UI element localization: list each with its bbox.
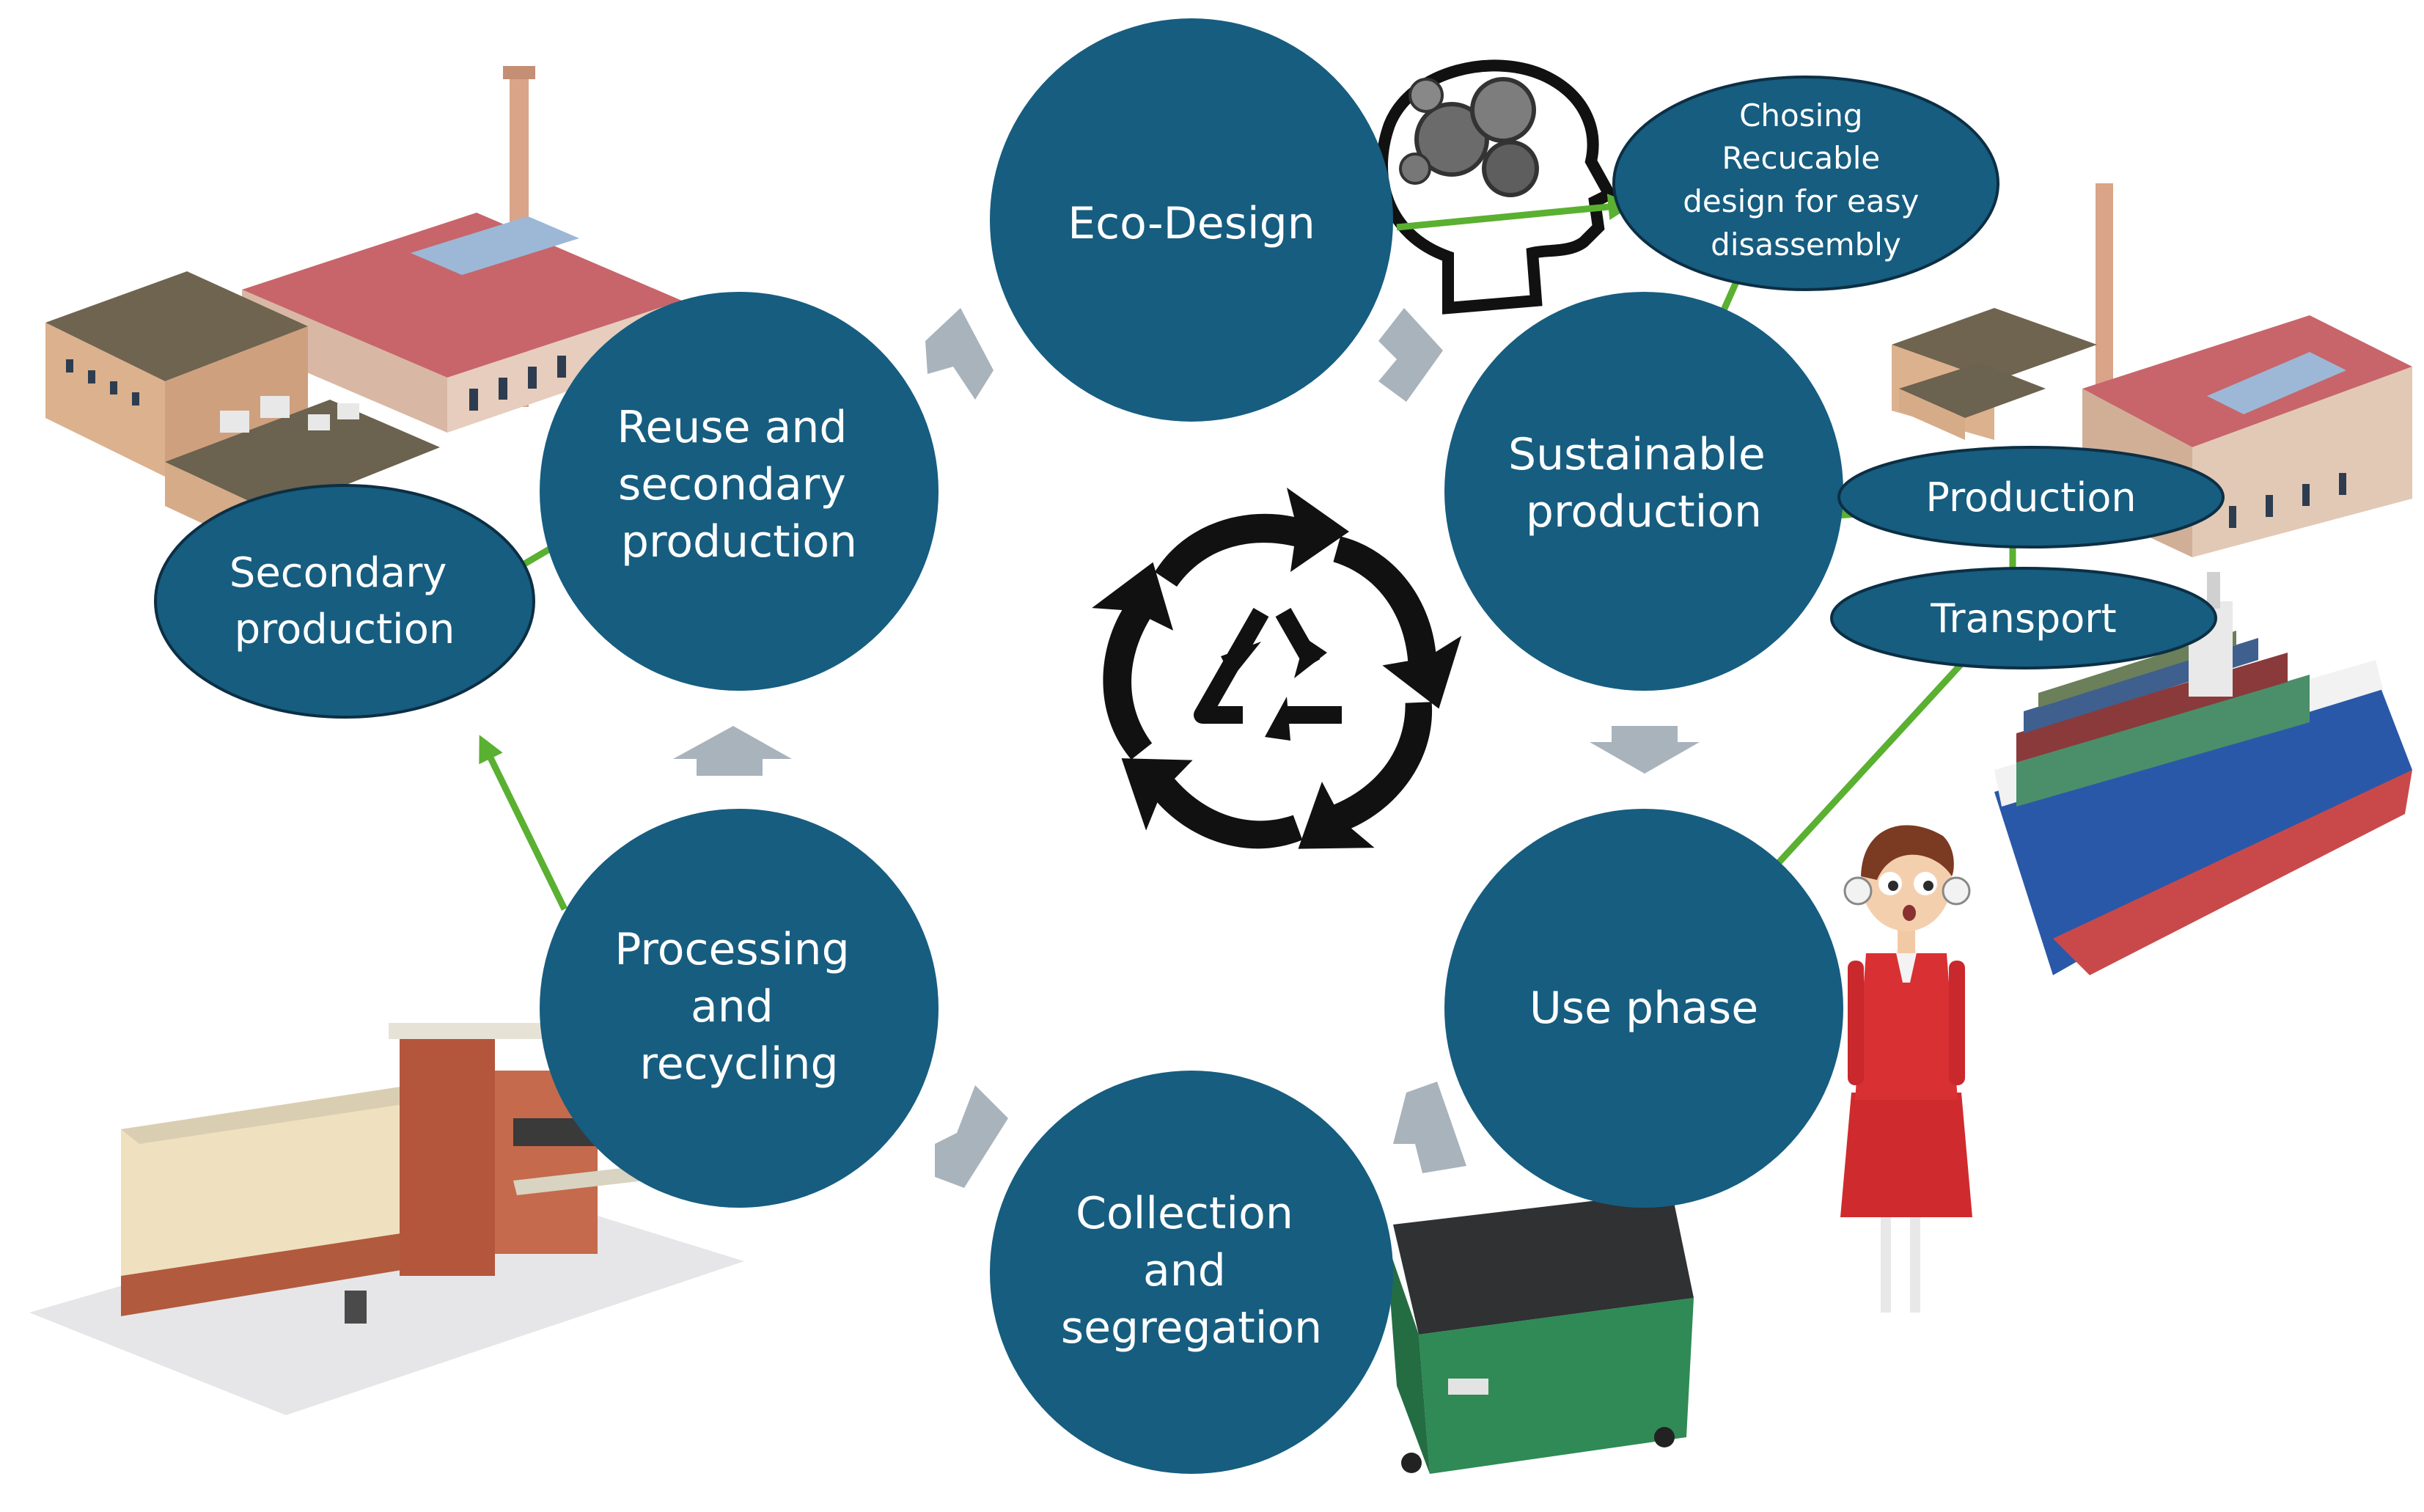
node-label: disassembly xyxy=(1711,227,1901,263)
node-label: Sustainable xyxy=(1508,429,1766,480)
flow-arrow xyxy=(1378,308,1443,402)
flow-arrow xyxy=(1393,1082,1466,1173)
flow-arrow xyxy=(935,1085,1008,1188)
node-label: Secondary xyxy=(229,549,447,597)
svg-text:Collection and seg: Collection and segregation xyxy=(1061,1188,1322,1354)
container-ship-icon xyxy=(1994,572,2412,975)
recycling-building-icon xyxy=(29,1023,744,1415)
node-label: Eco-Design xyxy=(1068,198,1315,249)
node-label: secondary xyxy=(618,459,846,510)
cycle-node-collection: Collection and segregation xyxy=(990,1071,1393,1474)
dumpster-icon xyxy=(1386,1192,1694,1474)
side-node-transport: Transport xyxy=(1830,567,2217,669)
svg-text:Secondary production: Secondary production xyxy=(229,549,460,653)
cycle-node-eco-design: Eco-Design xyxy=(990,18,1393,422)
svg-text:Reuse and secondary: Reuse and secondary production xyxy=(617,402,861,568)
side-node-production: Production xyxy=(1837,446,2225,548)
node-label: and xyxy=(691,981,774,1032)
side-node-secondary-production: Secondary production xyxy=(154,484,535,719)
link-arrow xyxy=(1396,194,1635,231)
svg-text:Sustainable production: Sustainable production xyxy=(1508,429,1780,537)
cycle-node-processing: Processing and recycling xyxy=(540,809,939,1208)
svg-text:Use phase: Use phase xyxy=(1529,983,1758,1034)
head-gears-icon xyxy=(1376,59,1618,315)
node-label: and xyxy=(1143,1245,1226,1296)
node-label: Use phase xyxy=(1529,983,1758,1034)
node-label: production xyxy=(621,516,857,568)
node-label: Production xyxy=(1925,474,2136,521)
svg-text:Processing and rec: Processing and recycling xyxy=(614,924,863,1090)
node-label: Transport xyxy=(1930,595,2116,642)
node-label: Reuse and xyxy=(617,402,847,453)
svg-text:Transport: Transport xyxy=(1930,595,2116,642)
node-label: segregation xyxy=(1061,1302,1322,1354)
flow-arrow xyxy=(925,308,994,400)
node-label: Collection xyxy=(1076,1188,1293,1239)
node-label: production xyxy=(235,606,455,653)
recycle-cycle-icon xyxy=(1092,488,1462,849)
cycle-node-sustainable-production: Sustainable production xyxy=(1444,292,1843,691)
node-label: Processing xyxy=(614,924,849,975)
svg-text:Chosing Recucable: Chosing Recucable design for easy disass… xyxy=(1683,98,1928,263)
flow-arrow xyxy=(673,726,792,776)
node-label: production xyxy=(1526,486,1762,537)
node-label: Chosing xyxy=(1739,98,1862,133)
factory-left-icon xyxy=(45,66,682,557)
cycle-node-reuse: Reuse and secondary production xyxy=(540,292,939,691)
svg-text:Eco-Design: Eco-Design xyxy=(1068,198,1315,249)
woman-character-icon xyxy=(1840,825,1972,1313)
side-node-choosing-design: Chosing Recucable design for easy disass… xyxy=(1612,76,1999,291)
link-arrow xyxy=(479,735,568,911)
node-label: Recucable xyxy=(1722,140,1880,176)
node-label: recycling xyxy=(639,1038,838,1090)
cycle-node-use-phase: Use phase xyxy=(1444,809,1843,1208)
node-label: design for easy xyxy=(1683,183,1919,219)
flow-arrow xyxy=(1590,726,1700,774)
link-arrow xyxy=(1749,657,1968,895)
svg-text:Production: Production xyxy=(1925,474,2136,521)
